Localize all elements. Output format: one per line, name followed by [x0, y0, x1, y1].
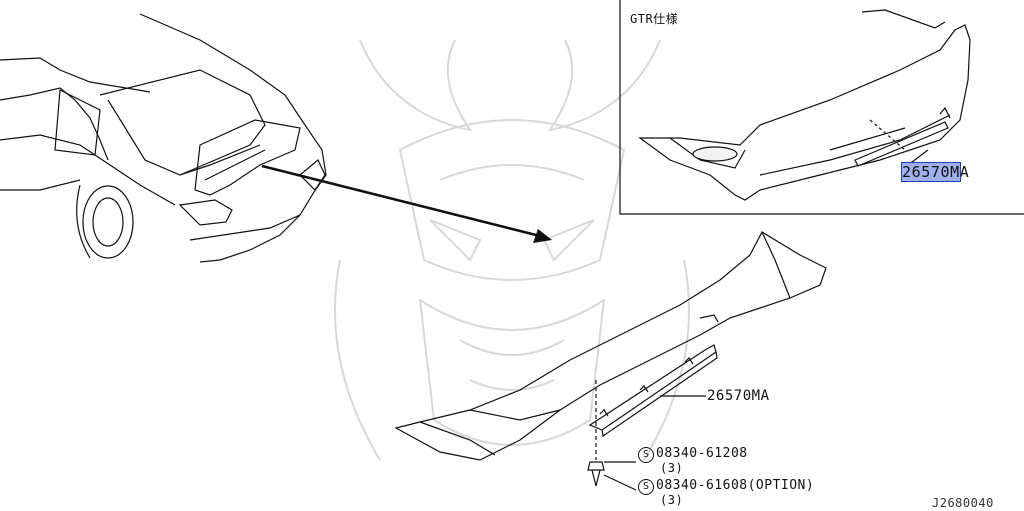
- inset-part-callout[interactable]: 26570MA: [901, 162, 970, 182]
- diagram-id: J2680040: [932, 496, 994, 510]
- highlighted-part-number[interactable]: 26570M: [901, 162, 961, 182]
- inset-title: GTR仕様: [630, 12, 679, 26]
- fastener-part-number[interactable]: 08340-61208: [656, 446, 748, 461]
- main-spoiler: [394, 231, 827, 491]
- fastener-quantity-option: (3): [660, 493, 684, 507]
- part-number-suffix: A: [959, 163, 970, 181]
- main-part-callout[interactable]: 26570MA: [707, 388, 770, 404]
- standard-part-symbol: S: [638, 447, 654, 463]
- watermark-emblem: [334, 39, 690, 461]
- standard-part-symbol: S: [638, 479, 654, 495]
- pointer-arrow: [261, 164, 552, 243]
- car-outline: [0, 13, 327, 263]
- fastener-part-number-option[interactable]: 08340-61608(OPTION): [656, 478, 815, 493]
- fastener-quantity: (3): [660, 461, 684, 475]
- inset-frame: [619, 0, 1024, 215]
